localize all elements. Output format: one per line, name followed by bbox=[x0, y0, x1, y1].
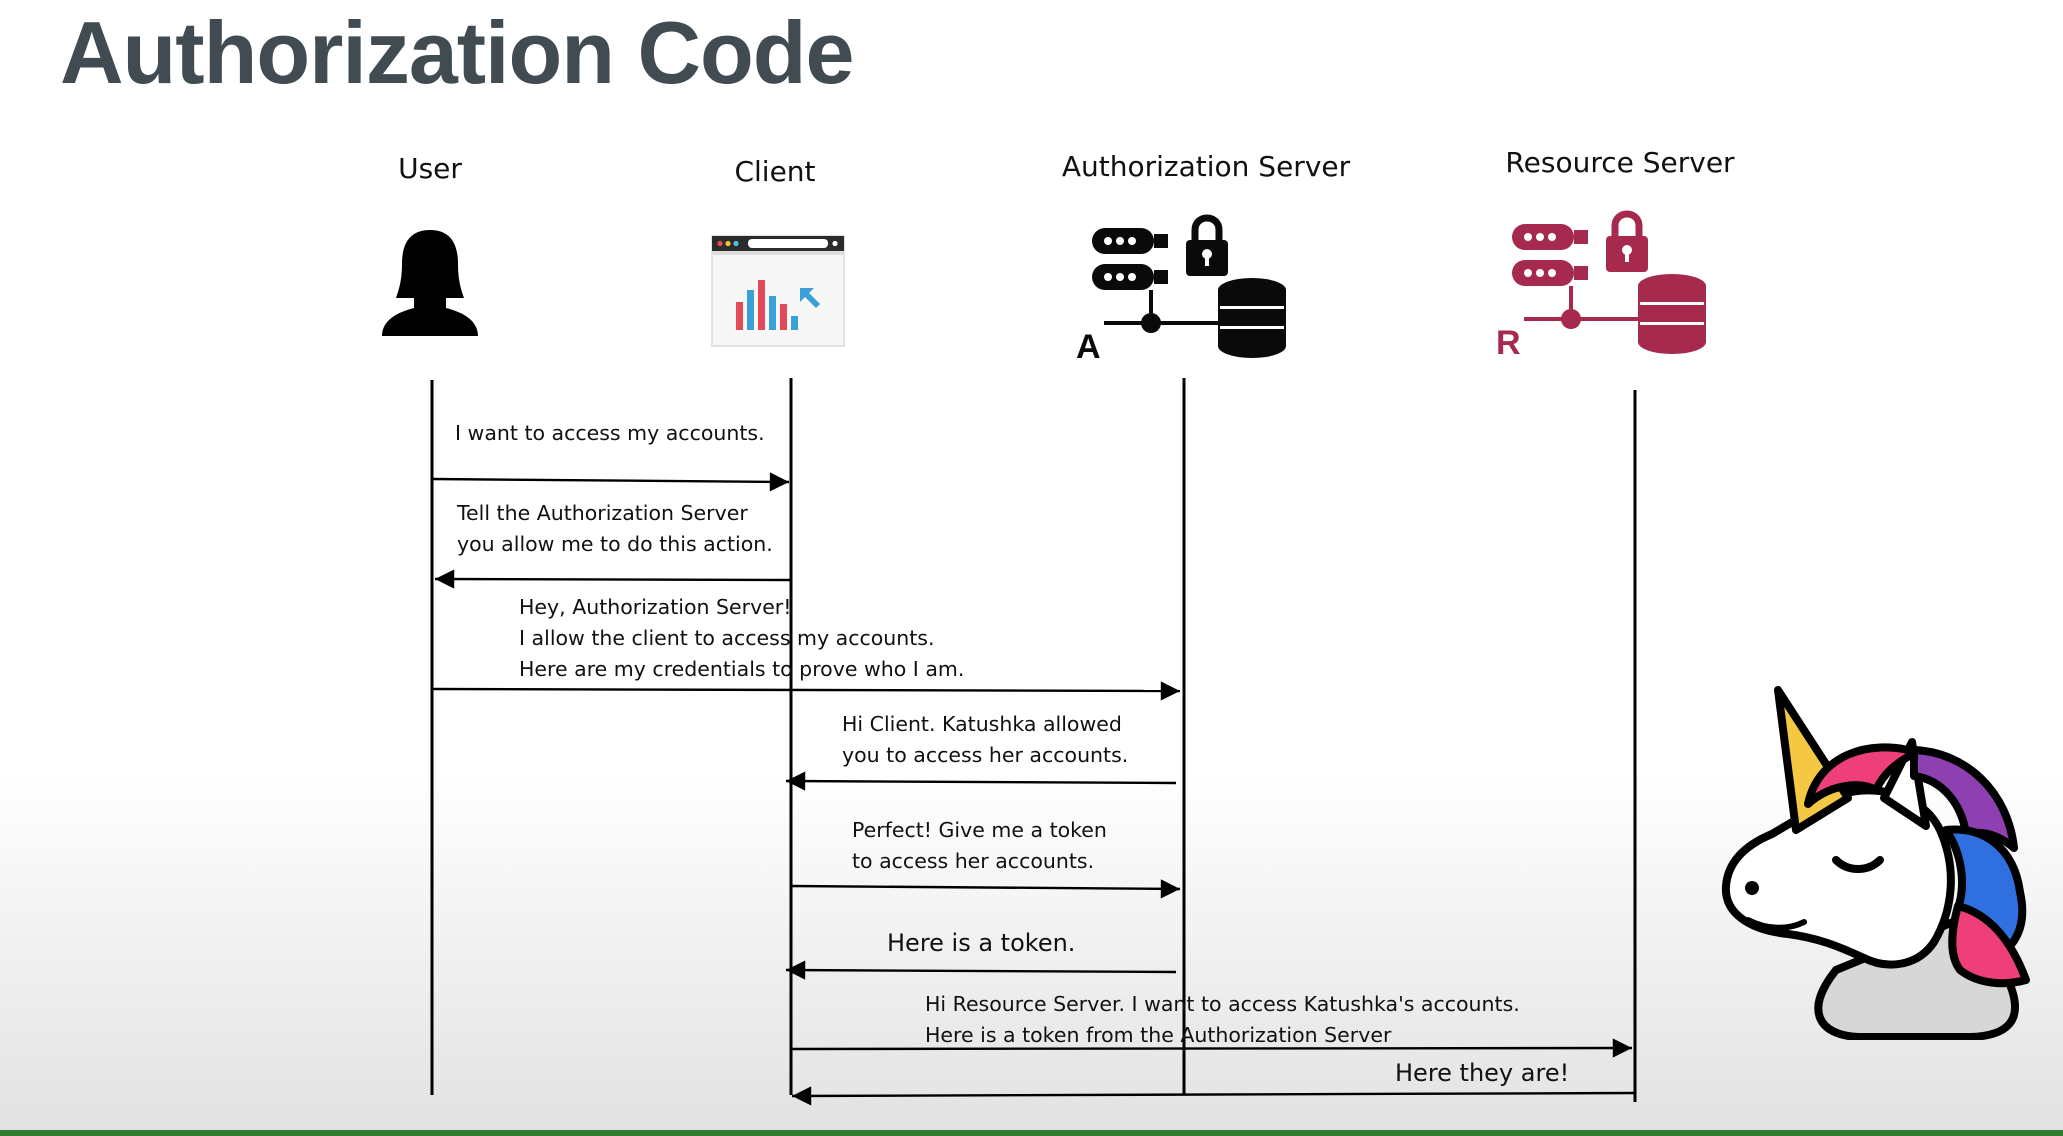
arrow-6 bbox=[785, 960, 1177, 980]
message-5: Perfect! Give me a token to access her a… bbox=[852, 815, 1107, 877]
message-line: I allow the client to access my accounts… bbox=[519, 626, 935, 650]
arrow-4 bbox=[785, 771, 1177, 791]
user-silhouette-icon bbox=[382, 230, 478, 336]
message-line: you allow me to do this action. bbox=[457, 532, 773, 556]
message-line: Hi Client. Katushka allowed bbox=[842, 712, 1122, 736]
actor-label-client: Client bbox=[734, 155, 816, 188]
arrow-7 bbox=[790, 1038, 1633, 1058]
auth-server-letter: A bbox=[1076, 328, 1101, 366]
arrow-3 bbox=[431, 681, 1181, 701]
message-line: I want to access my accounts. bbox=[455, 421, 765, 445]
message-line: Here they are! bbox=[1395, 1059, 1570, 1087]
message-2: Tell the Authorization Server you allow … bbox=[457, 498, 773, 560]
message-line: to access her accounts. bbox=[852, 849, 1095, 873]
message-line: you to access her accounts. bbox=[842, 743, 1129, 767]
unicorn-icon bbox=[1721, 686, 2030, 1040]
message-line: Here is a token. bbox=[887, 929, 1076, 957]
locked-server-database-icon: R bbox=[1496, 210, 1706, 362]
arrow-1 bbox=[431, 472, 790, 492]
arrow-2 bbox=[434, 569, 792, 589]
message-6: Here is a token. bbox=[887, 928, 1075, 959]
browser-chart-icon bbox=[711, 235, 845, 347]
message-line: Here are my credentials to prove who I a… bbox=[519, 657, 965, 681]
page-title: Authorization Code bbox=[60, 3, 854, 102]
message-1: I want to access my accounts. bbox=[455, 418, 765, 449]
locked-server-database-icon: A bbox=[1076, 214, 1286, 366]
message-line: Tell the Authorization Server bbox=[457, 501, 748, 525]
message-line: Hi Resource Server. I want to access Kat… bbox=[925, 992, 1520, 1016]
actor-label-resource-server: Resource Server bbox=[1505, 146, 1735, 179]
actor-label-authorization-server: Authorization Server bbox=[1061, 150, 1351, 183]
message-line: Here is a token from the Authorization S… bbox=[925, 1023, 1392, 1047]
message-line: Perfect! Give me a token bbox=[852, 818, 1107, 842]
resource-server-letter: R bbox=[1496, 324, 1521, 362]
message-4: Hi Client. Katushka allowed you to acces… bbox=[842, 709, 1128, 771]
actor-label-user: User bbox=[398, 152, 462, 185]
bottom-bar bbox=[0, 1130, 2063, 1136]
message-3: Hey, Authorization Server! I allow the c… bbox=[519, 592, 964, 685]
message-line: Hey, Authorization Server! bbox=[519, 595, 792, 619]
arrow-8 bbox=[791, 1086, 1636, 1106]
message-7: Hi Resource Server. I want to access Kat… bbox=[925, 989, 1520, 1051]
arrow-5 bbox=[790, 879, 1181, 899]
message-8: Here they are! bbox=[1395, 1058, 1569, 1089]
